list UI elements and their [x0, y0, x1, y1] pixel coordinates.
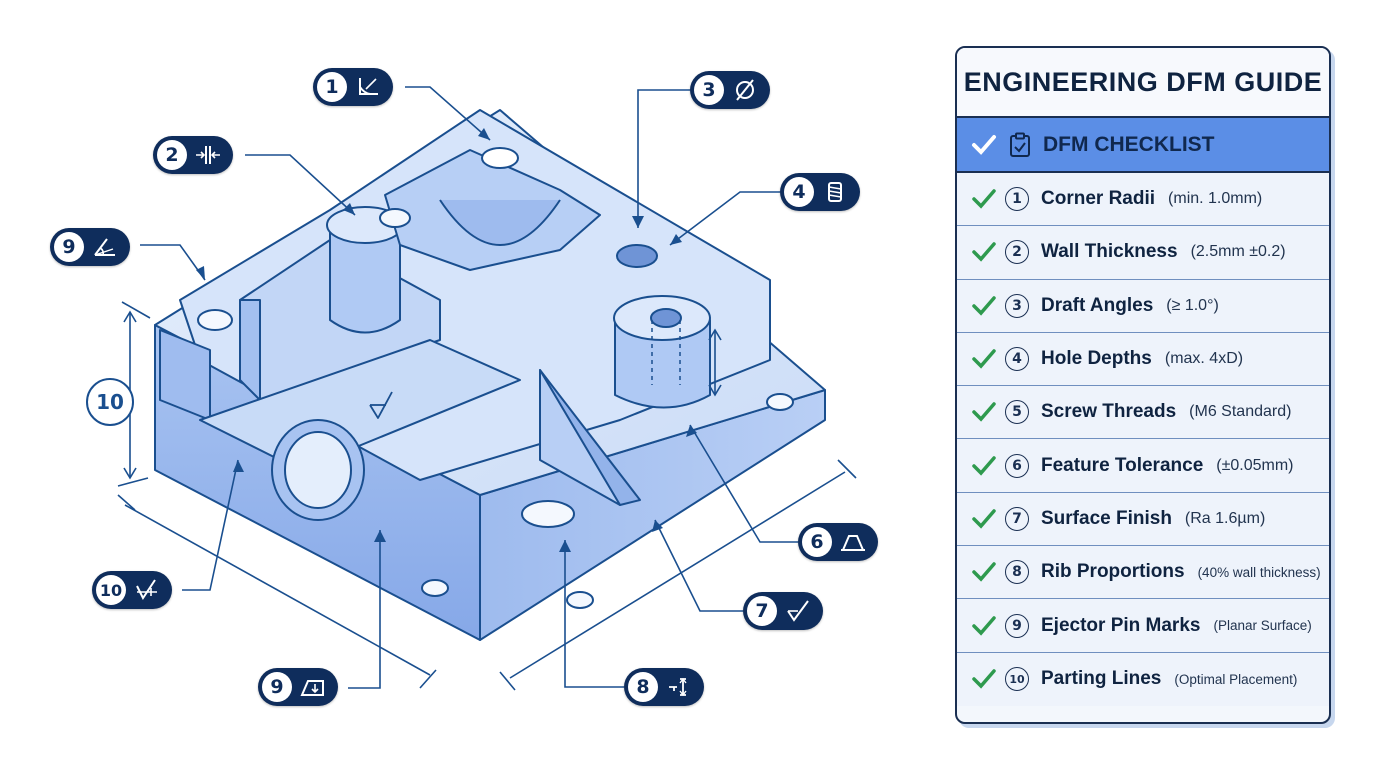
item-name: Surface Finish	[1041, 507, 1172, 529]
item-name: Corner Radii	[1041, 188, 1156, 210]
item-name: Wall Thickness	[1041, 241, 1178, 263]
checklist-item: 4 Hole Depths (max. 4xD)	[957, 332, 1329, 387]
item-spec: (max. 4xD)	[1164, 350, 1244, 368]
checklist-header: DFM CHECKLIST	[957, 118, 1329, 173]
height-dimension-label: 10	[86, 378, 134, 426]
checklist-item: 7 Surface Finish (Ra 1.6µm)	[957, 492, 1329, 547]
callout-number: 7	[747, 596, 777, 626]
callout-number: 9	[262, 672, 292, 702]
item-spec: (min. 1.0mm)	[1168, 190, 1263, 208]
item-spec: (M6 Standard)	[1189, 403, 1292, 421]
item-spec: (Planar Surface)	[1213, 618, 1312, 634]
leader-lines	[140, 86, 798, 689]
item-spec: (Optimal Placement)	[1174, 671, 1298, 687]
item-name: Rib Proportions	[1041, 561, 1185, 583]
item-number: 6	[1005, 453, 1029, 478]
checklist-item: 1 Corner Radii (min. 1.0mm)	[957, 173, 1329, 227]
checklist-item: 3 Draft Angles (≥ 1.0°)	[957, 279, 1329, 333]
tolerance-icon	[838, 529, 868, 555]
item-spec: (40% wall thickness)	[1197, 564, 1321, 580]
part-diagram: 10 1 2 3 4 9 10 9 6 7 8	[50, 68, 878, 706]
item-number: 1	[1005, 187, 1029, 212]
item-name: Feature Tolerance	[1041, 454, 1204, 476]
callout-9-draft-angle[interactable]: 9	[50, 228, 130, 266]
diameter-icon	[730, 77, 760, 103]
check-icon	[972, 669, 996, 689]
callout-number: 1	[317, 72, 347, 102]
callout-7-surface-finish[interactable]: 7	[743, 592, 823, 630]
checklist-header-label: DFM CHECKLIST	[1043, 132, 1215, 156]
callout-number: 3	[694, 75, 724, 105]
callout-3-diameter[interactable]: 3	[690, 71, 770, 109]
callout-1-corner-radius[interactable]: 1	[313, 68, 393, 106]
wall-thickness-icon	[193, 142, 223, 168]
item-name: Draft Angles	[1041, 294, 1154, 316]
callout-number: 6	[802, 527, 832, 557]
callout-number: 10	[96, 575, 126, 605]
item-number: 9	[1005, 613, 1029, 638]
callout-4-thread[interactable]: 4	[780, 173, 860, 211]
checklist-item: 5 Screw Threads (M6 Standard)	[957, 386, 1329, 440]
callout-number: 2	[157, 140, 187, 170]
callout-8-rib[interactable]: 8	[624, 668, 704, 706]
check-icon	[972, 615, 996, 636]
check-icon	[972, 509, 996, 529]
check-icon	[972, 295, 996, 316]
corner-radius-icon	[353, 74, 383, 100]
item-name: Parting Lines	[1041, 668, 1162, 690]
item-number: 8	[1005, 560, 1029, 585]
ejector-pin-icon	[298, 674, 328, 700]
check-icon	[972, 455, 996, 476]
leader-arrowheads	[196, 128, 697, 552]
item-spec: (2.5mm ±0.2)	[1190, 243, 1286, 261]
check-icon	[972, 134, 996, 155]
parting-line-icon	[132, 577, 162, 603]
item-number: 7	[1005, 506, 1029, 531]
checklist-item: 2 Wall Thickness (2.5mm ±0.2)	[957, 226, 1329, 280]
surface-finish-icon	[783, 598, 813, 624]
draft-angle-icon	[90, 234, 120, 260]
check-icon	[972, 242, 996, 263]
item-number: 2	[1005, 240, 1029, 265]
item-number: 4	[1005, 347, 1029, 372]
callout-number: 4	[784, 177, 814, 207]
panel-title: ENGINEERING DFM GUIDE	[957, 48, 1329, 118]
check-icon	[972, 189, 996, 209]
check-icon	[972, 402, 996, 422]
item-number: 5	[1005, 400, 1029, 425]
part-body	[154, 109, 826, 641]
clipboard-icon	[1010, 132, 1030, 157]
check-icon	[972, 562, 996, 582]
dfm-guide-panel: ENGINEERING DFM GUIDE DFM CHECKLIST 1 Cor…	[955, 46, 1331, 724]
item-spec: (±0.05mm)	[1216, 456, 1294, 474]
checklist-items: 1 Corner Radii (min. 1.0mm) 2 Wall Thicknes…	[957, 173, 1329, 706]
check-icon	[972, 349, 996, 369]
item-spec: (≥ 1.0°)	[1166, 296, 1219, 314]
checklist-item: 9 Ejector Pin Marks (Planar Surface)	[957, 599, 1329, 653]
checklist-item: 8 Rib Proportions (40% wall thickness)	[957, 546, 1329, 600]
checklist-item: 6 Feature Tolerance (±0.05mm)	[957, 439, 1329, 493]
callout-number: 9	[54, 232, 84, 262]
checklist-item: 10 Parting Lines (Optimal Placement)	[957, 652, 1329, 706]
item-number: 3	[1005, 293, 1029, 318]
item-spec: (Ra 1.6µm)	[1184, 509, 1266, 527]
callout-number: 8	[628, 672, 658, 702]
callout-10-parting-line[interactable]: 10	[92, 571, 172, 609]
callout-9-ejector-pin[interactable]: 9	[258, 668, 338, 706]
callout-6-tolerance[interactable]: 6	[798, 523, 878, 561]
item-name: Screw Threads	[1041, 401, 1177, 423]
thread-icon	[820, 179, 850, 205]
item-name: Ejector Pin Marks	[1041, 614, 1201, 636]
rib-icon	[664, 674, 694, 700]
part-illustration	[117, 86, 857, 691]
item-number: 10	[1005, 667, 1029, 692]
callout-2-wall-thickness[interactable]: 2	[153, 136, 233, 174]
item-name: Hole Depths	[1041, 348, 1152, 370]
